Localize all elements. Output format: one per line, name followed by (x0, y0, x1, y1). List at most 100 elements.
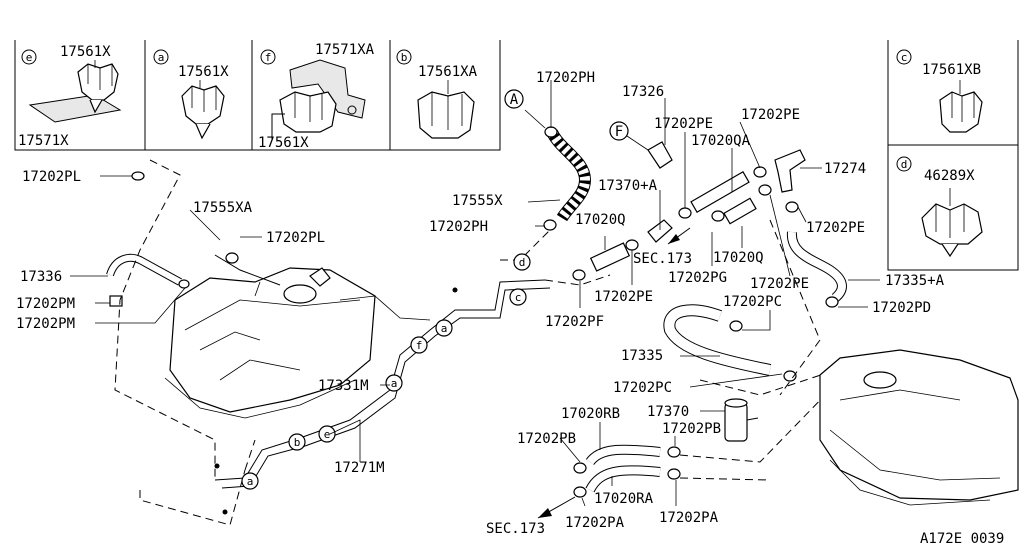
right-dashed-outline (679, 219, 841, 481)
inset-b-letter: b (401, 51, 408, 64)
inset-a-letter: a (158, 51, 165, 64)
label-17202pc-2: 17202PC (613, 380, 672, 396)
inset-d: d 46289X (896, 156, 983, 258)
clamp-17202ph-2 (543, 219, 557, 231)
label-17336: 17336 (20, 269, 62, 285)
hose-17335a (786, 231, 847, 308)
clip-46289x (921, 203, 983, 245)
label-17202pm-2: 17202PM (16, 316, 75, 332)
label-17020ra: 17020RA (594, 491, 654, 507)
hoses-17020r (537, 444, 681, 519)
clamp-17202pc-1 (729, 320, 743, 332)
label-17271m: 17271M (334, 460, 385, 476)
label-17202pl-2: 17202PL (266, 230, 325, 246)
label-17202pa-1: 17202PA (565, 515, 625, 531)
label-17555xa: 17555XA (193, 200, 253, 216)
route-c: c (515, 291, 522, 304)
route-b: b (294, 436, 301, 449)
label-17202pl-1: 17202PL (22, 169, 81, 185)
clip-17561xb (939, 91, 983, 133)
leader-lines (70, 80, 880, 507)
clamp-17202pm-1 (178, 279, 190, 289)
label-17331m: 17331M (318, 378, 369, 394)
hose-17020q-2 (723, 197, 757, 225)
inset-a: a 17561X (153, 49, 229, 140)
label-17202ph-2: 17202PH (429, 219, 488, 235)
label-17020rb: 17020RB (561, 406, 620, 422)
clamp-17202pl-1 (131, 171, 145, 181)
route-letters: a b e a f a c d (241, 253, 531, 490)
route-a-1: a (247, 475, 254, 488)
clip-17561x-a (181, 85, 225, 125)
route-a-2: a (391, 377, 398, 390)
inset-f-part-1: 17571XA (315, 42, 375, 58)
label-17326: 17326 (622, 84, 664, 100)
clamp-17202pl-2 (225, 252, 239, 264)
label-17202pe-5: 17202PE (594, 289, 653, 305)
clip-17561x-f (279, 91, 337, 133)
label-17202pm-1: 17202PM (16, 296, 75, 312)
inset-e: e 17561X 17571X (18, 44, 122, 149)
label-17335: 17335 (621, 348, 663, 364)
inset-b: b 17561XA (396, 49, 478, 139)
label-17202pb-2: 17202PB (662, 421, 721, 437)
bracket-17571xa (289, 59, 366, 119)
label-17555x: 17555X (452, 193, 503, 209)
label-17202pb-1: 17202PB (517, 431, 576, 447)
route-a-3: a (441, 322, 448, 335)
inset-c-part-1: 17561XB (922, 62, 981, 78)
inset-b-part-1: 17561XA (418, 64, 478, 80)
inset-a-part-1: 17561X (178, 64, 229, 80)
valve-17370a (647, 219, 673, 243)
label-17202pf: 17202PF (545, 314, 604, 330)
hose-17335 (663, 304, 797, 382)
label-17202pd: 17202PD (872, 300, 931, 316)
marker-a: A (510, 92, 519, 108)
marker-f: F (615, 124, 623, 140)
inset-f-part-2: 17561X (258, 135, 309, 151)
label-17202pa-2: 17202PA (659, 510, 719, 526)
inset-c-letter: c (901, 51, 908, 64)
label-17020q: 17020Q (575, 212, 626, 228)
label-17274: 17274 (824, 161, 866, 177)
left-hoses (106, 171, 281, 307)
hose-17020qa (690, 170, 750, 214)
fuel-tank-left (164, 267, 376, 419)
bracket-17571x (28, 94, 122, 123)
inset-f: f 17571XA 17561X (258, 42, 375, 151)
label-17202pe-2: 17202PE (741, 107, 800, 123)
clamp-17202pd (825, 296, 839, 308)
route-e: e (324, 428, 331, 441)
clamp-17202pc-2 (783, 370, 797, 382)
markers: A F (504, 89, 649, 151)
label-17202pe-4: 17202PE (750, 276, 809, 292)
label-17202ph-1: 17202PH (536, 70, 595, 86)
label-17202pe-1: 17202PE (654, 116, 713, 132)
clamp-17202ph-1 (544, 126, 558, 138)
label-sec173-2: SEC.173 (486, 521, 545, 537)
label-17202pe-3: 17202PE (806, 220, 865, 236)
inset-e-part-1: 17561X (60, 44, 111, 60)
label-17370: 17370 (647, 404, 689, 420)
clip-17326 (647, 141, 673, 169)
diagram-code: A172E 0039 (920, 531, 1004, 547)
label-sec173-1: SEC.173 (633, 251, 692, 267)
clamp-17202pm-2 (109, 295, 123, 307)
inset-d-letter: d (901, 158, 908, 171)
inset-c: c 17561XB (896, 49, 983, 133)
hose-17555x (524, 109, 592, 231)
inset-e-letter: e (26, 51, 33, 64)
label-17020qa: 17020QA (691, 133, 751, 149)
inset-f-letter: f (265, 51, 272, 64)
inset-e-part-2: 17571X (18, 133, 69, 149)
label-17202pc-1: 17202PC (723, 294, 782, 310)
clip-17561xa (417, 91, 475, 139)
inset-panels (14, 40, 1019, 271)
inset-d-part-1: 46289X (924, 168, 975, 184)
label-17202pg: 17202PG (668, 270, 727, 286)
connector-17274 (774, 149, 806, 193)
label-17020q-2: 17020Q (713, 250, 764, 266)
route-f: f (416, 339, 423, 352)
